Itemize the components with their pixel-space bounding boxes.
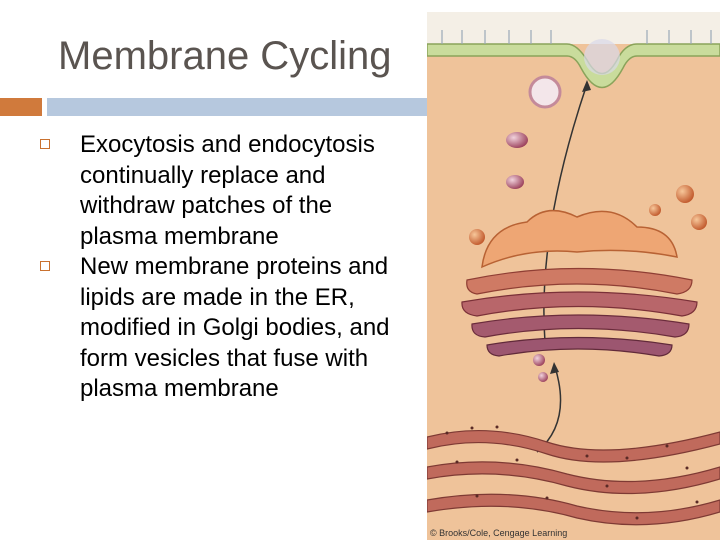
- budding-vesicle: [538, 372, 548, 382]
- fusing-vesicle: [528, 75, 562, 109]
- membrane-proteins: [441, 30, 712, 44]
- bullet-text: Exocytosis and endocytosis continually r…: [80, 131, 375, 250]
- membrane-cycling-illustration: [427, 12, 720, 540]
- bullet-item: New membrane proteins and lipids are mad…: [40, 252, 400, 405]
- secretory-vesicle: [469, 229, 485, 245]
- bullet-text: New membrane proteins and lipids are mad…: [80, 253, 390, 402]
- image-credit: © Brooks/Cole, Cengage Learning: [430, 528, 568, 538]
- title-accent-orange-bar: [0, 98, 42, 116]
- released-contents: [584, 39, 620, 75]
- title-accent-blue-bar: [47, 98, 429, 116]
- cell-diagram: [427, 12, 720, 540]
- transport-vesicle: [506, 132, 528, 148]
- bullet-item: Exocytosis and endocytosis continually r…: [40, 130, 400, 252]
- secretory-vesicle: [649, 204, 661, 216]
- budding-vesicle: [533, 354, 545, 366]
- slide-title: Membrane Cycling: [58, 34, 392, 78]
- arrowhead: [582, 80, 591, 92]
- bullet-list: Exocytosis and endocytosis continually r…: [40, 130, 400, 405]
- transport-vesicle: [506, 175, 524, 189]
- endoplasmic-reticulum: [427, 429, 720, 526]
- ribosomes: [445, 425, 699, 520]
- extracellular-space: [427, 12, 720, 44]
- square-bullet-icon: [40, 139, 50, 149]
- secretory-vesicle: [691, 214, 707, 230]
- secretory-vesicle: [676, 185, 694, 203]
- golgi-body: [461, 209, 698, 357]
- square-bullet-icon: [40, 261, 50, 271]
- arrowhead: [550, 362, 559, 374]
